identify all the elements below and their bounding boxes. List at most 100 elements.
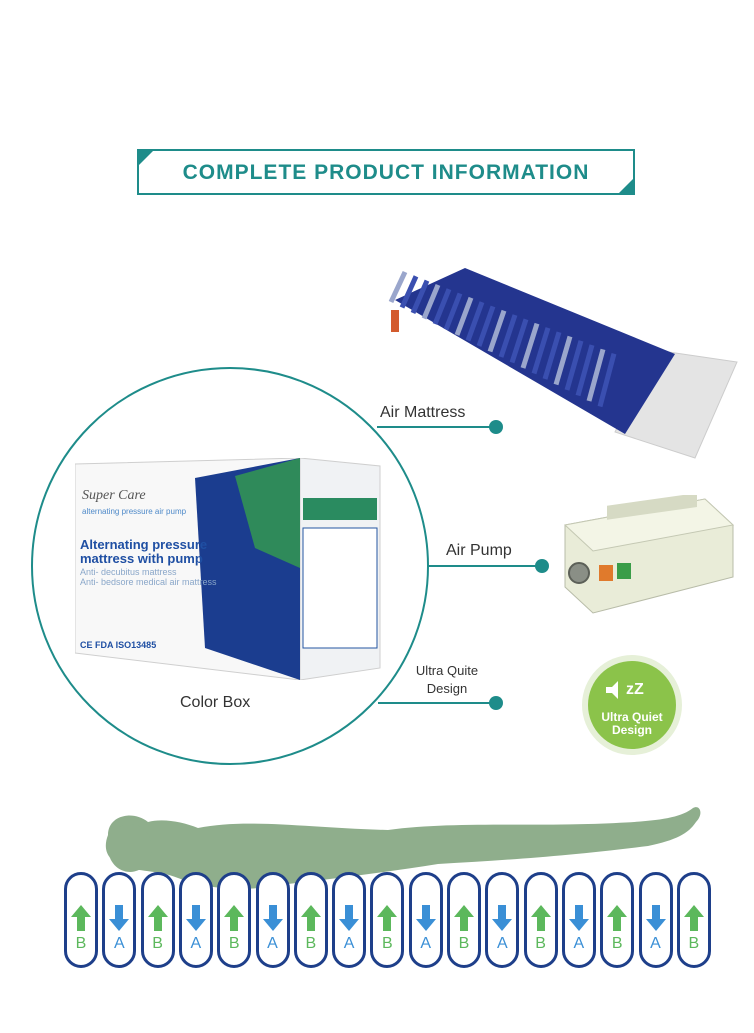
cell-letter: A <box>267 935 278 952</box>
air-cell: B <box>447 872 481 968</box>
air-cell: A <box>408 872 443 968</box>
mattress-tube <box>443 292 463 331</box>
box-title-line: Alternating pressure <box>80 537 208 552</box>
mattress-tube <box>476 305 496 347</box>
mattress-tube <box>575 344 595 397</box>
arrow-down-icon <box>339 905 360 931</box>
arrow-up-icon <box>300 905 321 931</box>
badge-line: Ultra Quiet <box>601 710 663 724</box>
air-cell: A <box>178 872 213 968</box>
arrow-up-icon <box>454 905 474 931</box>
arrow-up-icon <box>147 905 168 931</box>
mattress-tube <box>531 327 551 375</box>
arrow-up-icon <box>607 905 628 931</box>
cell-letter: B <box>152 935 163 952</box>
air-cell: B <box>217 872 252 968</box>
callout-dot <box>535 559 549 573</box>
mattress-tube <box>465 301 485 342</box>
arrow-down-icon <box>645 905 666 931</box>
air-cell: A <box>102 872 137 968</box>
connector-line <box>377 426 497 428</box>
badge-line: Design <box>611 723 652 737</box>
cell-letter: B <box>535 935 546 952</box>
arrow-down-icon <box>109 905 130 931</box>
mattress-tube <box>410 279 430 314</box>
air-cell: B <box>676 872 711 968</box>
page-title: COMPLETE PRODUCT INFORMATION <box>182 161 590 184</box>
arrow-up-icon <box>71 905 91 931</box>
banner-corner <box>617 177 635 195</box>
arrow-up-icon <box>683 905 704 931</box>
box-subtitle: Anti- decubitus mattress Anti- bedsore m… <box>80 567 217 587</box>
cell-letter: A <box>573 935 585 952</box>
air-cell: A <box>332 872 367 968</box>
color-box-image <box>75 458 381 680</box>
mattress-tube <box>509 318 529 364</box>
callout-air-pump: Air Pump <box>446 542 512 559</box>
color-box-label: Color Box <box>180 694 251 711</box>
arrow-down-icon <box>492 905 513 931</box>
cell-letter: B <box>382 935 393 952</box>
box-tagline: alternating pressure air pump <box>82 507 187 516</box>
mattress-tube <box>597 353 617 408</box>
arrow-down-icon <box>568 905 589 931</box>
cell-letter: A <box>496 935 508 952</box>
mattress-tube <box>421 283 441 320</box>
patient-figure-image <box>105 807 701 889</box>
mattress-tube <box>564 340 584 391</box>
air-cell: A <box>485 872 520 968</box>
speaker-icon <box>606 681 618 699</box>
air-cell: B <box>64 872 98 968</box>
mattress-tube <box>487 309 507 353</box>
callout-dot <box>489 420 503 434</box>
cell-letter: B <box>611 935 623 952</box>
air-cell: A <box>638 872 673 968</box>
cell-letter: B <box>458 935 470 952</box>
connector-line <box>428 565 538 567</box>
mattress-tube <box>498 314 518 358</box>
mattress-tube <box>432 288 452 325</box>
mattress-tube <box>399 275 419 309</box>
arrow-down-icon <box>415 905 436 931</box>
mattress-tube <box>388 270 408 304</box>
cell-letter: A <box>420 935 432 952</box>
cell-letter: A <box>190 935 202 952</box>
banner-corner <box>137 149 155 167</box>
box-brand: Super Care <box>82 488 146 503</box>
badge-inner: zZ Ultra Quiet Design <box>588 661 676 749</box>
air-cell: B <box>140 872 175 968</box>
sleep-zz-icon: zZ <box>626 681 644 698</box>
arrow-up-icon <box>530 905 551 931</box>
arrow-up-icon <box>377 905 398 931</box>
cell-letter: B <box>228 935 240 952</box>
cell-letter: A <box>343 935 355 952</box>
mattress-tube <box>454 296 474 336</box>
cell-letter: A <box>113 935 125 952</box>
box-certifications: CE FDA ISO13485 <box>80 640 157 650</box>
connector-line <box>378 702 496 704</box>
arrow-down-icon <box>262 905 283 931</box>
air-cell: A <box>255 872 290 968</box>
arrow-down-icon <box>185 905 206 931</box>
badge-text: Ultra Quiet Design <box>588 711 676 737</box>
air-mattress-image <box>388 268 738 459</box>
mattress-tube <box>542 331 562 380</box>
air-cell: A <box>561 872 596 968</box>
mattress-tube <box>553 335 573 386</box>
cell-letter: A <box>650 935 661 952</box>
mattress-tube <box>520 322 540 369</box>
air-cell: B <box>600 872 635 968</box>
cell-letter: B <box>305 935 317 952</box>
air-cell: B <box>370 872 405 968</box>
arrow-up-icon <box>224 905 245 931</box>
cell-letter: B <box>688 935 700 952</box>
box-sub-line: Anti- bedsore medical air mattress <box>80 577 217 587</box>
ultra-quiet-badge: zZ Ultra Quiet Design <box>582 655 682 755</box>
box-title-line: mattress with pump <box>80 551 203 566</box>
callout-dot <box>489 696 503 710</box>
mattress-tube <box>586 348 606 402</box>
box-sub-line: Anti- decubitus mattress <box>80 567 177 577</box>
air-pump-image <box>563 495 735 614</box>
box-title: Alternating pressure mattress with pump <box>80 538 207 566</box>
callout-ultra-quite: Ultra Quite Design <box>415 663 479 696</box>
